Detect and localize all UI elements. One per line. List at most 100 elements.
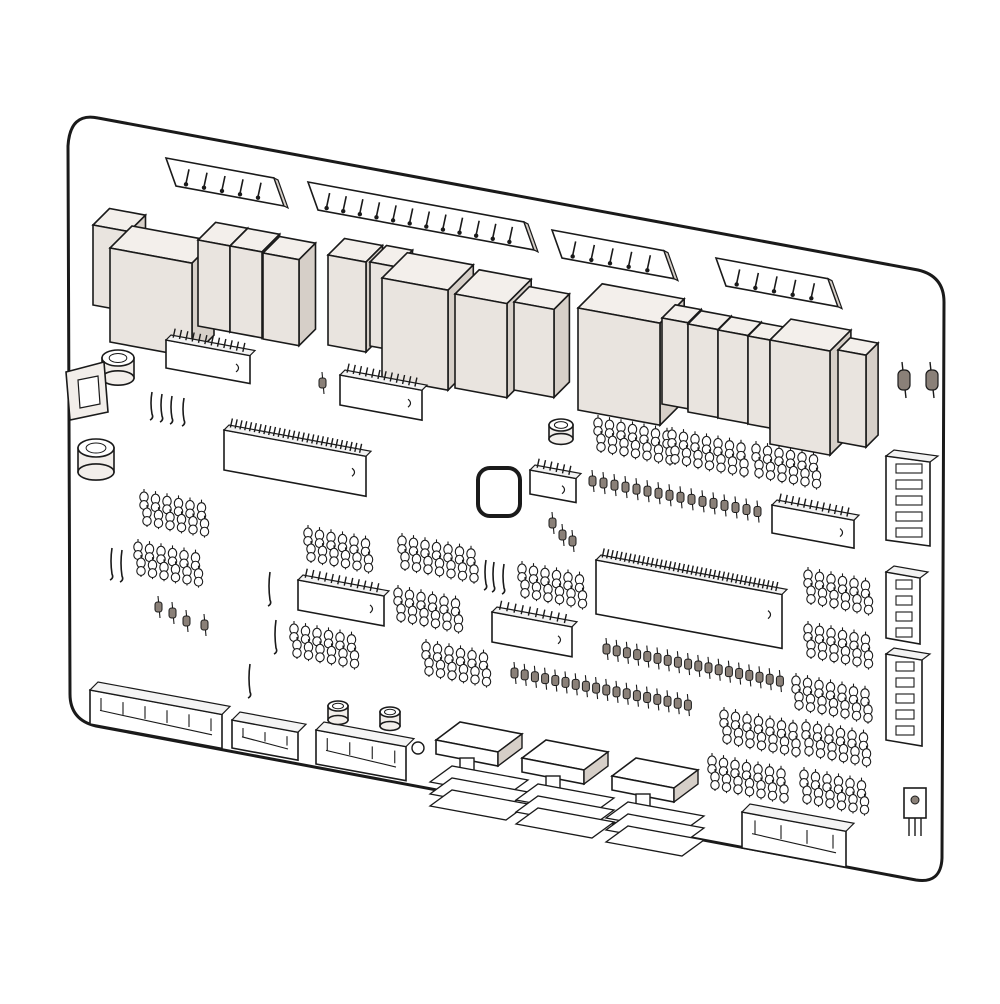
- jumper-wire: [501, 563, 506, 595]
- connector-pin-tip: [809, 296, 814, 301]
- chip-pin: [235, 341, 240, 351]
- ic-chip: [490, 600, 579, 658]
- connector-pin-tip: [607, 261, 613, 266]
- side-connector-slot: [895, 693, 915, 704]
- resistor-base: [424, 666, 434, 676]
- chip-pin: [277, 427, 281, 438]
- chip-top: [164, 334, 257, 357]
- resistor-base: [352, 560, 362, 571]
- resistor-base: [704, 460, 715, 471]
- capacitor-vent: [332, 702, 344, 710]
- chip-pin: [712, 569, 717, 580]
- resistor-base: [829, 652, 839, 663]
- axial-resistor: [568, 529, 577, 553]
- capacitor-bottom: [77, 463, 115, 481]
- resistor-base: [817, 596, 828, 607]
- ring-outline: [476, 466, 522, 518]
- resistor-base: [840, 708, 850, 719]
- chip-pin: [377, 369, 381, 380]
- axial-resistor: [581, 675, 590, 698]
- resistor-body: [709, 497, 718, 509]
- jumper-wire-path: [109, 547, 114, 581]
- resistor-body: [643, 651, 652, 663]
- chip-pin: [358, 443, 363, 453]
- axial-resistor: [622, 682, 631, 705]
- chip-pin: [659, 559, 663, 569]
- ic-chip: [296, 568, 391, 627]
- chip-pin: [614, 550, 619, 561]
- side-connector-slot: [895, 661, 915, 672]
- chip-pin: [263, 424, 267, 435]
- connector-pin-tip: [645, 268, 650, 273]
- resistor-array: [306, 541, 374, 574]
- resistor-array: [136, 555, 204, 588]
- axial-resistor: [720, 494, 729, 517]
- ic-chip: [338, 363, 429, 422]
- axial-resistor: [602, 678, 611, 702]
- resistor-array: [754, 457, 822, 490]
- chip-pin: [301, 432, 305, 442]
- connector-pin: [325, 192, 331, 208]
- chip-pin: [346, 363, 350, 373]
- axial-resistor: [687, 488, 696, 511]
- connector-pin-tip: [374, 215, 379, 220]
- resistor-base: [805, 702, 816, 713]
- side-connector-slot: [895, 495, 923, 506]
- connector-edge: [662, 249, 680, 282]
- resistor-base: [170, 572, 181, 583]
- heat-sink: [428, 721, 530, 821]
- chip-pin: [672, 562, 677, 572]
- chip-pin: [324, 572, 328, 582]
- resistor-body: [561, 676, 570, 688]
- resistor-base: [442, 620, 452, 631]
- relay-front: [769, 339, 831, 457]
- chip-notch: [767, 610, 772, 620]
- resistor-base: [710, 780, 720, 790]
- axial-resistor: [714, 658, 723, 681]
- resistor-base: [768, 742, 778, 753]
- chip-pin: [726, 572, 730, 582]
- axial-resistor: [643, 480, 652, 503]
- jumper-wire: [149, 391, 154, 421]
- side-connector-housing: [885, 571, 921, 645]
- capacitor-vent: [108, 353, 128, 363]
- connector-pin-tip: [237, 192, 243, 197]
- resistor-array: [397, 533, 476, 568]
- resistor-base: [861, 756, 872, 767]
- chip-pin: [354, 442, 358, 453]
- resistor-base: [630, 448, 641, 459]
- chip-pin: [752, 577, 757, 587]
- connector-pin: [735, 269, 741, 284]
- chip-pin: [210, 336, 214, 346]
- resistor-base: [554, 594, 565, 605]
- jumper-wire: [169, 395, 174, 425]
- axial-resistor: [588, 469, 597, 493]
- jumper-wire-path: [247, 663, 252, 699]
- resistor-base: [840, 600, 851, 611]
- chip-pin: [803, 498, 807, 508]
- heat-sink: [604, 757, 706, 857]
- axial-resistor: [775, 670, 784, 693]
- chip-pin: [549, 610, 553, 621]
- resistor-base: [136, 566, 146, 576]
- chip-pin: [703, 568, 708, 578]
- rounded-square-ring-icon: [476, 466, 522, 518]
- axial-resistor: [632, 478, 641, 501]
- resistor-body: [633, 649, 642, 661]
- chip-pin: [267, 425, 272, 436]
- resistor-base: [777, 472, 787, 483]
- connector-pin: [239, 179, 244, 194]
- chip-pin: [229, 418, 234, 428]
- connector-pin: [375, 202, 381, 217]
- chip-pin: [766, 580, 770, 590]
- resistor-base: [619, 446, 629, 457]
- connector-edge: [522, 220, 540, 254]
- resistor-array: [133, 539, 201, 572]
- capacitor-top: [77, 438, 115, 458]
- resistor-body: [654, 487, 663, 499]
- axial-resistor: [621, 476, 630, 499]
- axial-resistor: [643, 686, 652, 709]
- chip-pin: [790, 496, 795, 506]
